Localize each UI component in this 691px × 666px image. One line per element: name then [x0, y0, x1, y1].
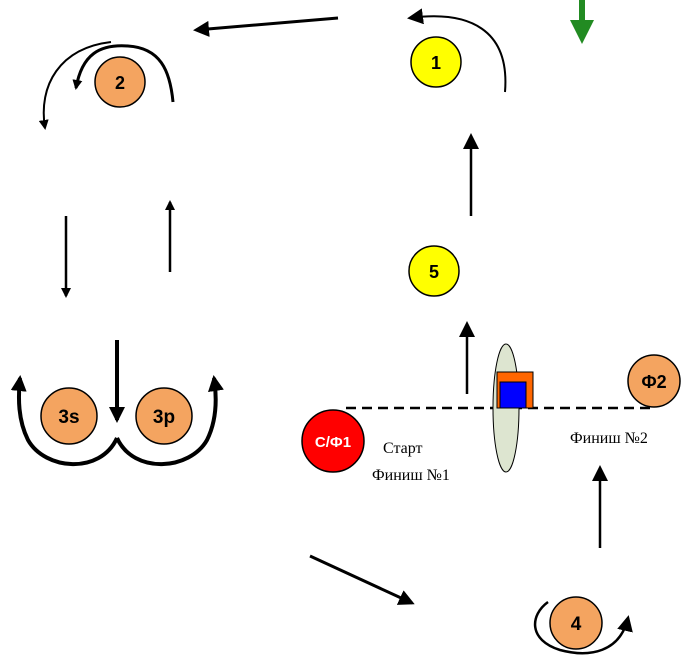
mark-4: 4: [549, 596, 603, 650]
mark-5: 5: [408, 245, 460, 297]
start-caption: Старт: [383, 440, 423, 457]
rounding-arc-mark-1: [407, 8, 507, 93]
mark-1: 1: [410, 36, 462, 88]
wind-arrow: [570, 0, 594, 44]
mark-3p: 3p: [135, 387, 193, 445]
finish-2-mark: Ф2: [627, 354, 681, 408]
mark-2-label: 2: [115, 73, 125, 93]
mark-4-label: 4: [571, 614, 582, 635]
start-finish-1-label: С/Ф1: [315, 434, 351, 451]
finish-1-caption: Финиш №1: [372, 467, 450, 484]
rounding-arc-mark-3s: [10, 375, 119, 467]
mark-1-label: 1: [431, 53, 441, 73]
mark-3p-label: 3p: [153, 407, 175, 428]
flag-blue: [499, 381, 527, 409]
rounding-arc-mark-4: [533, 600, 633, 655]
mark-2: 2: [94, 56, 146, 108]
mark-3s: 3s: [40, 387, 98, 445]
rounding-arc-mark-3p: [115, 375, 224, 467]
rounding-arc-mark-2-outer: [38, 41, 112, 130]
finish-2-caption: Финиш №2: [570, 430, 648, 447]
start-finish-1-mark: С/Ф1: [301, 409, 365, 473]
leg-arrow-1-to-2: [193, 16, 339, 37]
mark-5-label: 5: [429, 262, 439, 282]
finish-2-label: Ф2: [641, 372, 666, 392]
leg-arrow-3-to-4: [309, 554, 415, 605]
rounding-arc-mark-2-inner: [72, 44, 175, 103]
mark-3s-label: 3s: [58, 407, 79, 428]
